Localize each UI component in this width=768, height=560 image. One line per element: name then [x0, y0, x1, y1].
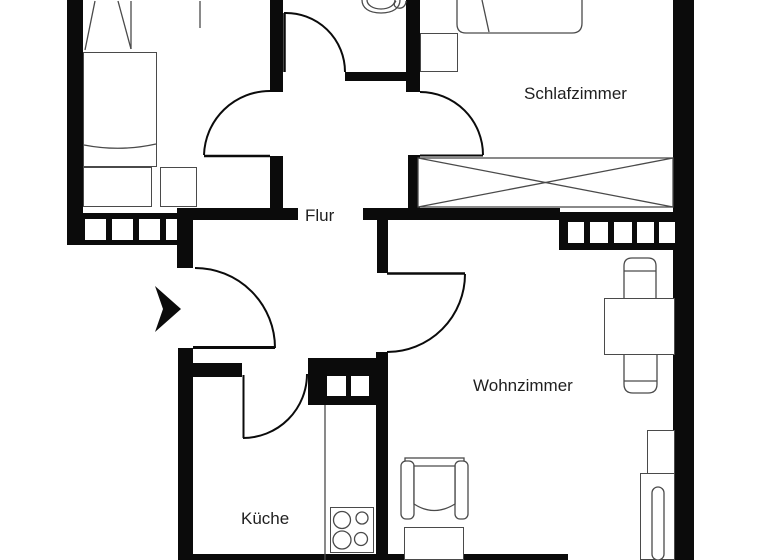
wall-bottom-cut	[190, 554, 568, 560]
bed-bedroom	[456, 0, 583, 34]
toilet	[361, 0, 407, 14]
entrance-arrow-icon	[155, 286, 181, 332]
bedroom-door-arc	[419, 91, 484, 156]
window-pane	[85, 219, 106, 240]
wall-left-outer	[67, 0, 83, 215]
bed-foot-dresser	[83, 167, 152, 207]
wall-entry-column	[177, 213, 193, 268]
room-label-wohnzimmer: Wohnzimmer	[473, 376, 573, 395]
wall-flur-northwest	[177, 208, 298, 220]
window-pane	[351, 376, 369, 396]
bed-leftroom	[83, 52, 157, 167]
window-pane	[139, 219, 160, 240]
wall-right-outer	[673, 0, 694, 560]
wall-livingroom-door-column-lower	[376, 352, 388, 377]
room-label-kueche: Küche	[241, 509, 290, 528]
sideboard-upper	[647, 430, 675, 474]
stove	[330, 507, 374, 553]
window-pane	[166, 219, 177, 240]
wall-livingroom-door-column	[377, 220, 388, 273]
wall-divider-lower	[270, 156, 283, 213]
bathroom-door-arc	[283, 11, 346, 73]
window-pane	[568, 222, 584, 243]
ottoman	[404, 527, 464, 560]
window-pane	[112, 219, 133, 240]
window-pane	[659, 222, 675, 243]
room-label-schlafzimmer: Schlafzimmer	[524, 84, 627, 103]
kitchen-door-arc	[242, 373, 308, 439]
entry-door-arc	[194, 267, 276, 349]
wall-kitchen-north	[193, 363, 242, 377]
room-label-flur: Flur	[305, 206, 335, 225]
window-pane	[637, 222, 654, 243]
nightstand-leftroom	[160, 167, 197, 207]
wall-kitchen-east	[376, 373, 388, 560]
nightstand-bedroom	[420, 33, 458, 72]
wall-bedroom-west-lower	[408, 155, 420, 220]
window-pane	[590, 222, 608, 243]
wall-bath-east	[406, 0, 420, 92]
armchair	[400, 457, 469, 520]
wall-bedroom-south	[363, 208, 560, 220]
leftroom-door-arc	[203, 90, 271, 156]
wardrobe	[417, 157, 674, 208]
wall-bath-south	[345, 72, 420, 81]
wall-west-lower	[178, 348, 193, 560]
livingroom-door-arc	[386, 273, 466, 353]
dining-table	[604, 298, 675, 355]
chair-north	[623, 257, 657, 298]
sideboard-tv	[640, 473, 675, 560]
window-pane	[614, 222, 632, 243]
chair-south	[623, 355, 658, 394]
wall-divider-upper	[270, 0, 283, 92]
window-pane	[327, 376, 346, 396]
